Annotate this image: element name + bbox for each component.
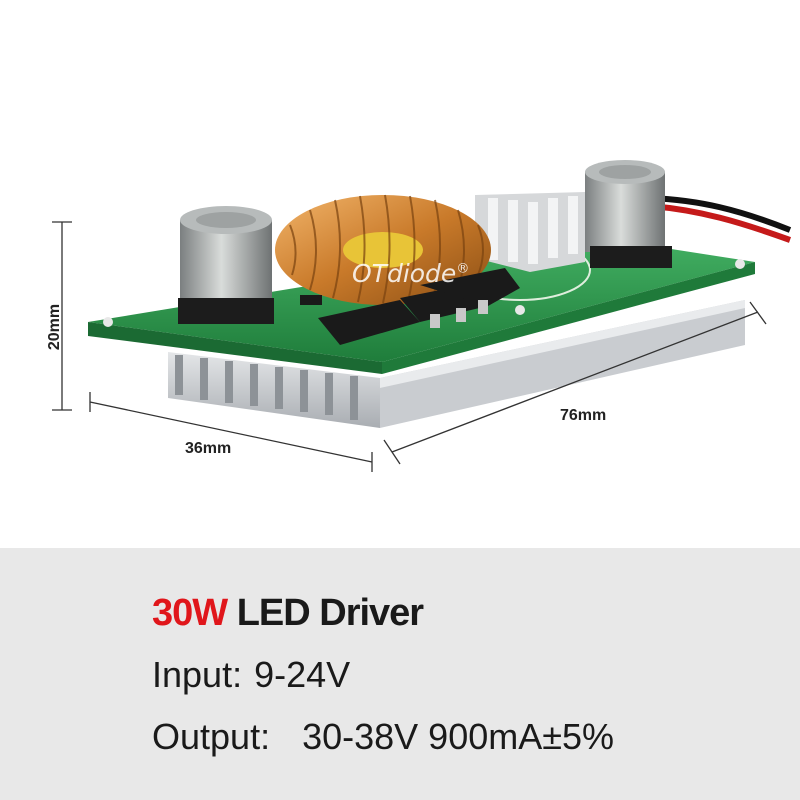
dimension-lines (52, 221, 767, 472)
heatsink-fins (168, 300, 745, 428)
capacitor-left (178, 206, 274, 324)
input-value: 9-24V (254, 654, 351, 695)
product-type-label: LED Driver (227, 592, 424, 634)
wattage-label: 30W (152, 592, 228, 634)
capacitor-right (585, 160, 672, 268)
output-value: 30-38V 900mA±5% (302, 716, 615, 757)
led-driver-board-image (52, 160, 792, 472)
input-spec: Input: 9-24V (152, 654, 350, 696)
output-label: Output: (152, 716, 271, 757)
width-dimension-label: 36mm (185, 440, 232, 457)
height-dimension-label: 20mm (46, 303, 64, 351)
output-spec: Output: 30-38V 900mA±5% (152, 716, 614, 758)
product-title: 30W LED Driver (152, 592, 424, 635)
length-dimension-label: 76mm (560, 407, 607, 424)
brand-watermark: OTdiode® (352, 259, 470, 288)
transistors (300, 268, 520, 345)
spec-caption-panel (0, 548, 800, 800)
top-heatsink (475, 192, 585, 272)
input-label: Input: (152, 654, 243, 695)
product-photo: OTdiode® 20mm 36mm 76mm (46, 160, 792, 472)
toroid-coil (275, 194, 491, 305)
